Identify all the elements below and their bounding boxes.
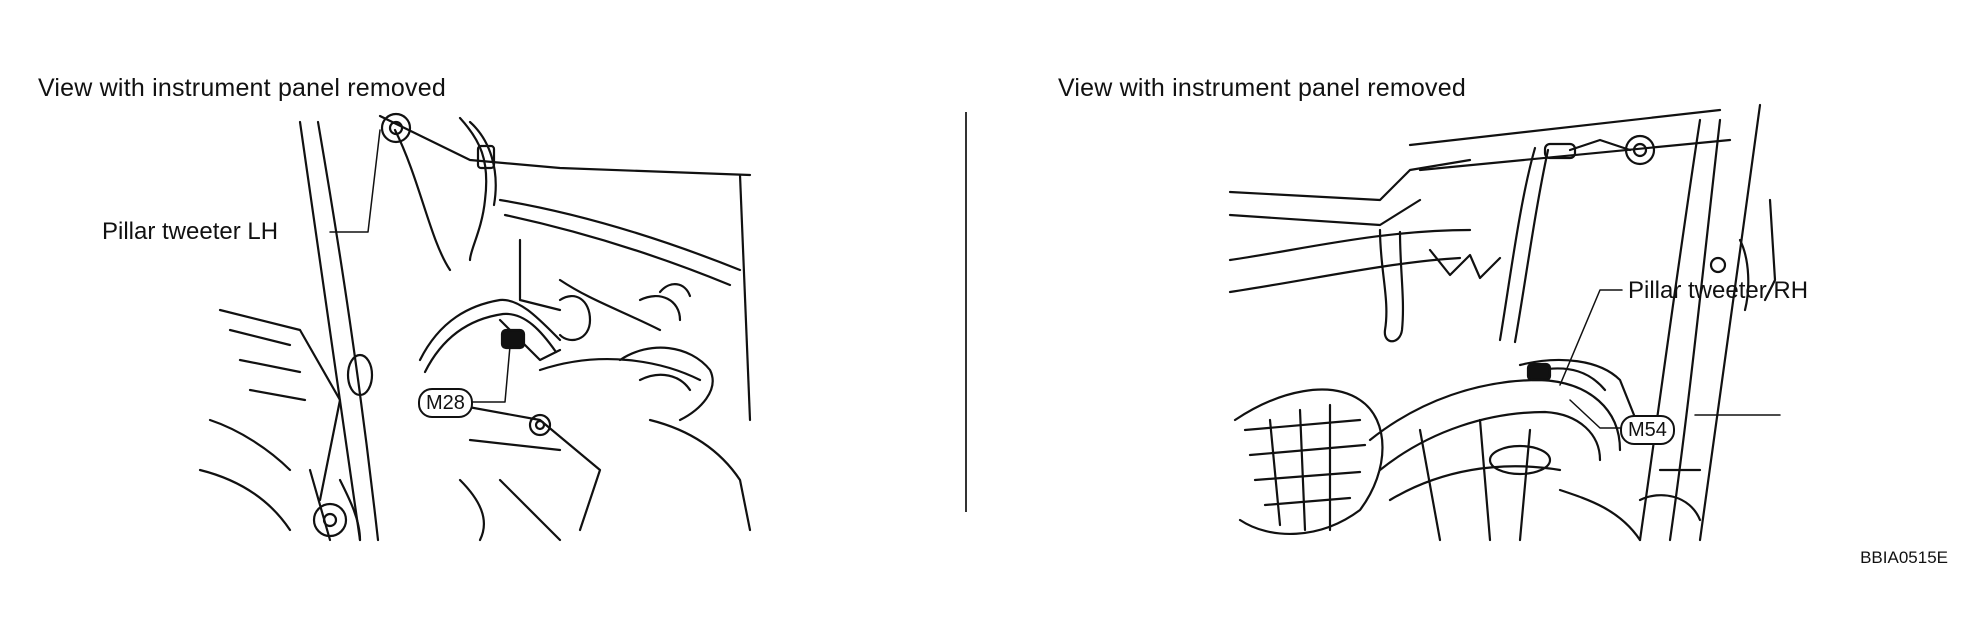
- left-illustration: [198, 112, 752, 542]
- figure-code: BBIA0515E: [1860, 548, 1948, 567]
- right-panel-title: View with instrument panel removed: [1058, 74, 1466, 102]
- connector-m28-label: M28: [418, 388, 473, 418]
- right-illustration: [1228, 103, 1781, 542]
- panel-divider: [965, 112, 967, 512]
- connector-m54-label: M54: [1620, 415, 1675, 445]
- left-panel-title: View with instrument panel removed: [38, 74, 446, 102]
- pillar-tweeter-rh-label: Pillar tweeter RH: [1628, 277, 1809, 304]
- pillar-tweeter-lh-label: Pillar tweeter LH: [102, 218, 279, 245]
